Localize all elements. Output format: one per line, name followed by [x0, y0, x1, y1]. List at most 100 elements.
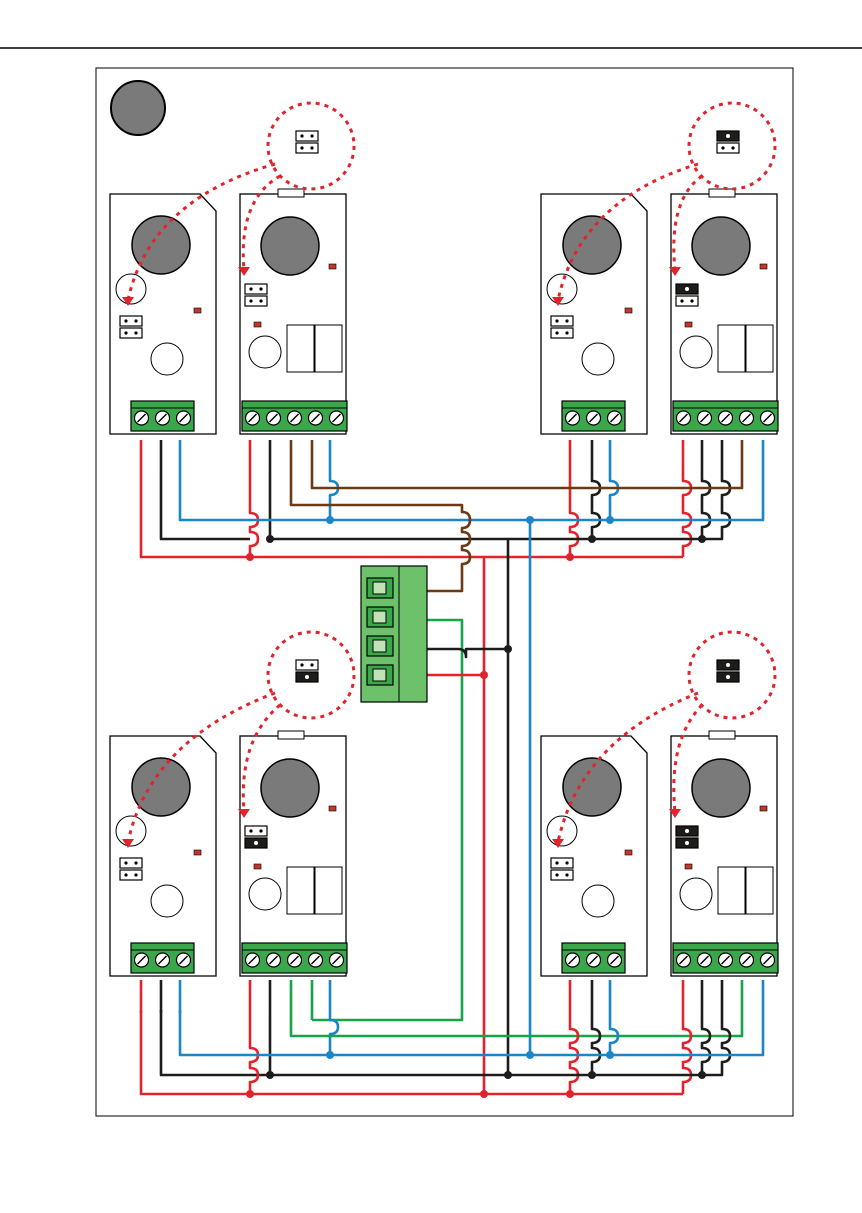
jumper-pin — [721, 146, 724, 149]
wire-brown — [312, 440, 742, 488]
led-icon — [194, 850, 201, 855]
jumper-pin — [680, 299, 683, 302]
unit-top-right — [541, 189, 778, 434]
sensor-lens — [582, 885, 614, 917]
relay-block — [315, 867, 342, 914]
jumper-pin — [555, 873, 558, 876]
jumper-block — [120, 328, 142, 338]
jumper-pin — [726, 663, 730, 667]
wire-red — [570, 1013, 683, 1094]
terminal-screw — [373, 669, 386, 681]
wire-green — [291, 980, 742, 1036]
jumper-pin — [254, 841, 258, 845]
board-tab — [278, 189, 304, 197]
wire-black — [702, 470, 710, 539]
relay-block — [746, 325, 773, 372]
central-terminal-block — [361, 566, 427, 702]
sensor-lens — [151, 885, 183, 917]
wire-red — [141, 1013, 250, 1094]
jumper-block — [120, 316, 142, 326]
jumper-pin — [726, 134, 730, 138]
wire-black — [427, 649, 508, 657]
board-tab — [709, 189, 735, 197]
junction-dot — [326, 516, 334, 524]
wire-red — [683, 1013, 691, 1094]
jumper-pin — [300, 146, 303, 149]
junction-dot — [566, 1090, 574, 1098]
controller-lens — [680, 878, 712, 910]
jumper-block — [551, 858, 573, 868]
unit-bottom-right — [541, 731, 778, 976]
jumper-pin — [690, 299, 693, 302]
led-icon — [625, 850, 632, 855]
junction-dot — [606, 1051, 614, 1059]
jumper-pin — [300, 134, 303, 137]
jumper-pin — [685, 829, 689, 833]
controller-lens — [249, 336, 281, 368]
led-icon — [329, 806, 336, 811]
jumper-pin — [134, 319, 137, 322]
jumper-pin — [305, 675, 309, 679]
jumper-pin — [731, 146, 734, 149]
wire-red — [141, 470, 250, 557]
wire-blue — [530, 470, 763, 520]
jumper-pin — [310, 134, 313, 137]
jumper-pin — [134, 873, 137, 876]
led-icon — [254, 864, 261, 869]
controller-disc — [261, 217, 319, 275]
wire-blue — [610, 1013, 618, 1055]
controller-lens — [680, 336, 712, 368]
relay-block — [746, 867, 773, 914]
led-icon — [625, 308, 632, 313]
board-tab — [278, 731, 304, 739]
wire-black — [270, 1013, 508, 1075]
sensor-lens — [151, 343, 183, 375]
relay-block — [287, 867, 314, 914]
controller-disc — [692, 759, 750, 817]
junction-dot — [246, 1090, 254, 1098]
gray-circle-marker — [111, 81, 165, 135]
jumper-block — [296, 131, 318, 141]
jumper-pin — [565, 319, 568, 322]
jumper-block — [296, 660, 318, 670]
junction-dot — [480, 671, 488, 679]
jumper-pin — [555, 319, 558, 322]
jumper-pin — [310, 146, 313, 149]
junction-dot — [566, 553, 574, 561]
jumper-block — [676, 296, 698, 306]
jumper-pin — [124, 319, 127, 322]
jumper-pin — [249, 287, 252, 290]
jumper-pin — [555, 331, 558, 334]
junction-dot — [246, 553, 254, 561]
junction-dot — [266, 535, 274, 543]
relay-block — [287, 325, 314, 372]
wire-black — [702, 1013, 710, 1075]
jumper-block — [245, 296, 267, 306]
wire-red — [683, 470, 691, 557]
jumper-pin — [300, 663, 303, 666]
jumper-pin — [259, 299, 262, 302]
wires — [141, 440, 763, 1098]
junction-dot — [504, 645, 512, 653]
jumper-pin — [134, 861, 137, 864]
wire-blue — [330, 470, 338, 520]
terminal-screw — [373, 611, 386, 623]
junction-dot — [326, 1051, 334, 1059]
jumper-block — [245, 826, 267, 836]
wire-blue — [180, 470, 250, 520]
jumper-pin — [249, 829, 252, 832]
jumper-block — [245, 284, 267, 294]
unit-top-left — [110, 189, 347, 434]
controller-disc — [261, 759, 319, 817]
wire-red — [250, 1013, 484, 1094]
jumper-pin — [565, 873, 568, 876]
wire-blue — [610, 470, 618, 520]
jumper-pin — [310, 663, 313, 666]
junction-dot — [606, 516, 614, 524]
jumper-block — [551, 316, 573, 326]
terminal-screw — [373, 640, 386, 652]
relay-block — [315, 325, 342, 372]
jumper-pin — [726, 675, 730, 679]
sensor-disc — [563, 758, 621, 816]
